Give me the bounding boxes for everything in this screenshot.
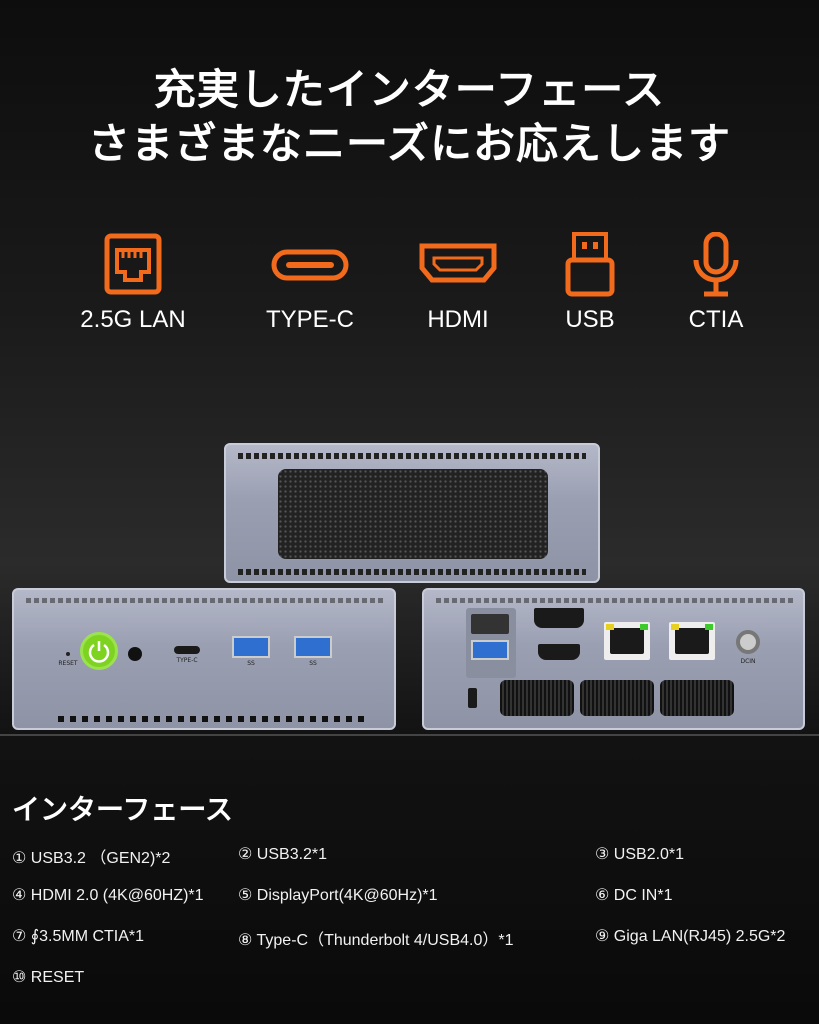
reset-label: RESET [58,660,78,667]
feature-label: TYPE-C [265,306,354,333]
headline-line1: 充実したインターフェース [153,65,666,114]
section-title: インターフェース [12,793,233,826]
ventilation-grill [278,469,548,559]
usb3-port [232,636,270,658]
hdmi-port [538,644,580,660]
displayport [534,608,584,628]
kensington-lock [468,688,477,708]
spec-item: ⑧ Type-C（Thunderbolt 4/USB4.0）*1 [238,932,514,949]
spec-item: ① USB3.2 （GEN2)*2 [12,850,171,867]
typec-port [174,646,200,654]
usb-c-icon [271,249,349,281]
dcin-label: DCIN [740,658,756,665]
spec-item: ⑩ RESET [12,969,85,986]
audio-jack [128,647,142,661]
reset-hole [66,652,70,656]
mini-pc-rear-panel: DCIN [422,588,805,730]
feature-label: USB [565,306,615,333]
power-icon [88,641,110,663]
lan-port-2 [669,622,715,660]
usb2-port [471,614,509,634]
ethernet-icon [104,233,162,295]
spec-item: ② USB3.2*1 [238,846,328,863]
typec-label: TYPE-C [176,657,198,664]
feature-label: CTIA [688,306,744,333]
headline-line2: さまざまなニーズにお応えします [88,119,731,168]
feature-label: HDMI [427,306,489,333]
usb3-port [294,636,332,658]
spec-item: ③ USB2.0*1 [595,846,685,863]
usb3-port [471,640,509,660]
usb3-mark: SS [247,660,255,667]
spec-item: ⑥ DC IN*1 [595,887,673,904]
spec-item: ⑨ Giga LAN(RJ45) 2.5G*2 [595,928,786,945]
dc-in-port [736,630,760,654]
power-button [80,632,118,670]
usb-icon [565,232,615,297]
feature-label: 2.5G LAN [80,306,186,333]
usb3-mark: SS [309,660,317,667]
microphone-icon [693,232,739,297]
hdmi-icon [419,243,497,283]
spec-item: ⑦ ∮3.5MM CTIA*1 [12,928,145,945]
spec-item: ④ HDMI 2.0 (4K@60HZ)*1 [12,887,204,904]
lan-port-1 [604,622,650,660]
mini-pc-front-panel: RESET TYPE-C SS SS [12,588,396,730]
mini-pc-side-view [224,443,600,583]
spec-item: ⑤ DisplayPort(4K@60Hz)*1 [238,887,438,904]
